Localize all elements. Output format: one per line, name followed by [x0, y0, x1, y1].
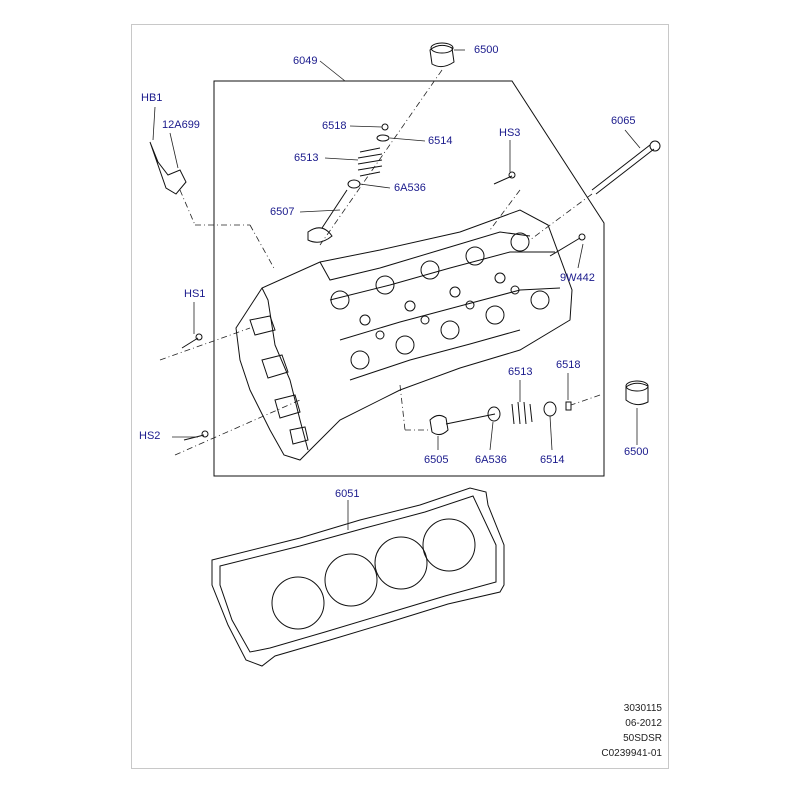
callout-hs1: HS1 [184, 288, 206, 300]
bolt-hs1 [181, 337, 199, 349]
callout-6049: 6049 [293, 55, 318, 67]
callout-6500-bottom: 6500 [624, 446, 649, 458]
callout-6a536-top: 6A536 [394, 182, 426, 194]
diagram-panel [131, 24, 669, 769]
cylinder-head [235, 209, 573, 461]
callout-6514-bottom: 6514 [540, 454, 565, 466]
callout-6a536-bottom: 6A536 [475, 454, 507, 466]
callout-6513-bottom: 6513 [508, 366, 533, 378]
callout-6051: 6051 [335, 488, 360, 500]
callout-hb1: HB1 [141, 92, 163, 104]
bolt-hs2 [183, 434, 205, 441]
callout-6505: 6505 [424, 454, 449, 466]
callout-12a699: 12A699 [162, 119, 200, 131]
assembly-bracket [213, 80, 605, 477]
callout-6514-top: 6514 [428, 135, 453, 147]
footer-line-3: 50SDSR [623, 733, 662, 744]
callout-6518-top: 6518 [322, 120, 347, 132]
footer-line-1: 3030115 [623, 703, 662, 714]
callout-9w442: 9W442 [560, 272, 595, 284]
head-gasket [211, 487, 505, 667]
callout-hs3: HS3 [499, 127, 521, 139]
footer-line-2: 06-2012 [625, 718, 662, 729]
sensor-12a699 [149, 141, 187, 195]
head-bolt [591, 144, 655, 195]
callout-6513-top: 6513 [294, 152, 319, 164]
callout-hs2: HS2 [139, 430, 161, 442]
callout-6518-bottom: 6518 [556, 359, 581, 371]
callout-6065: 6065 [611, 115, 636, 127]
bolt-hs3 [493, 175, 513, 185]
callout-6500-top: 6500 [474, 44, 499, 56]
callout-6507: 6507 [270, 206, 295, 218]
footer-line-4: C0239941-01 [601, 748, 662, 759]
lower-valve-stack [429, 380, 649, 436]
stud-9w442 [549, 237, 581, 257]
